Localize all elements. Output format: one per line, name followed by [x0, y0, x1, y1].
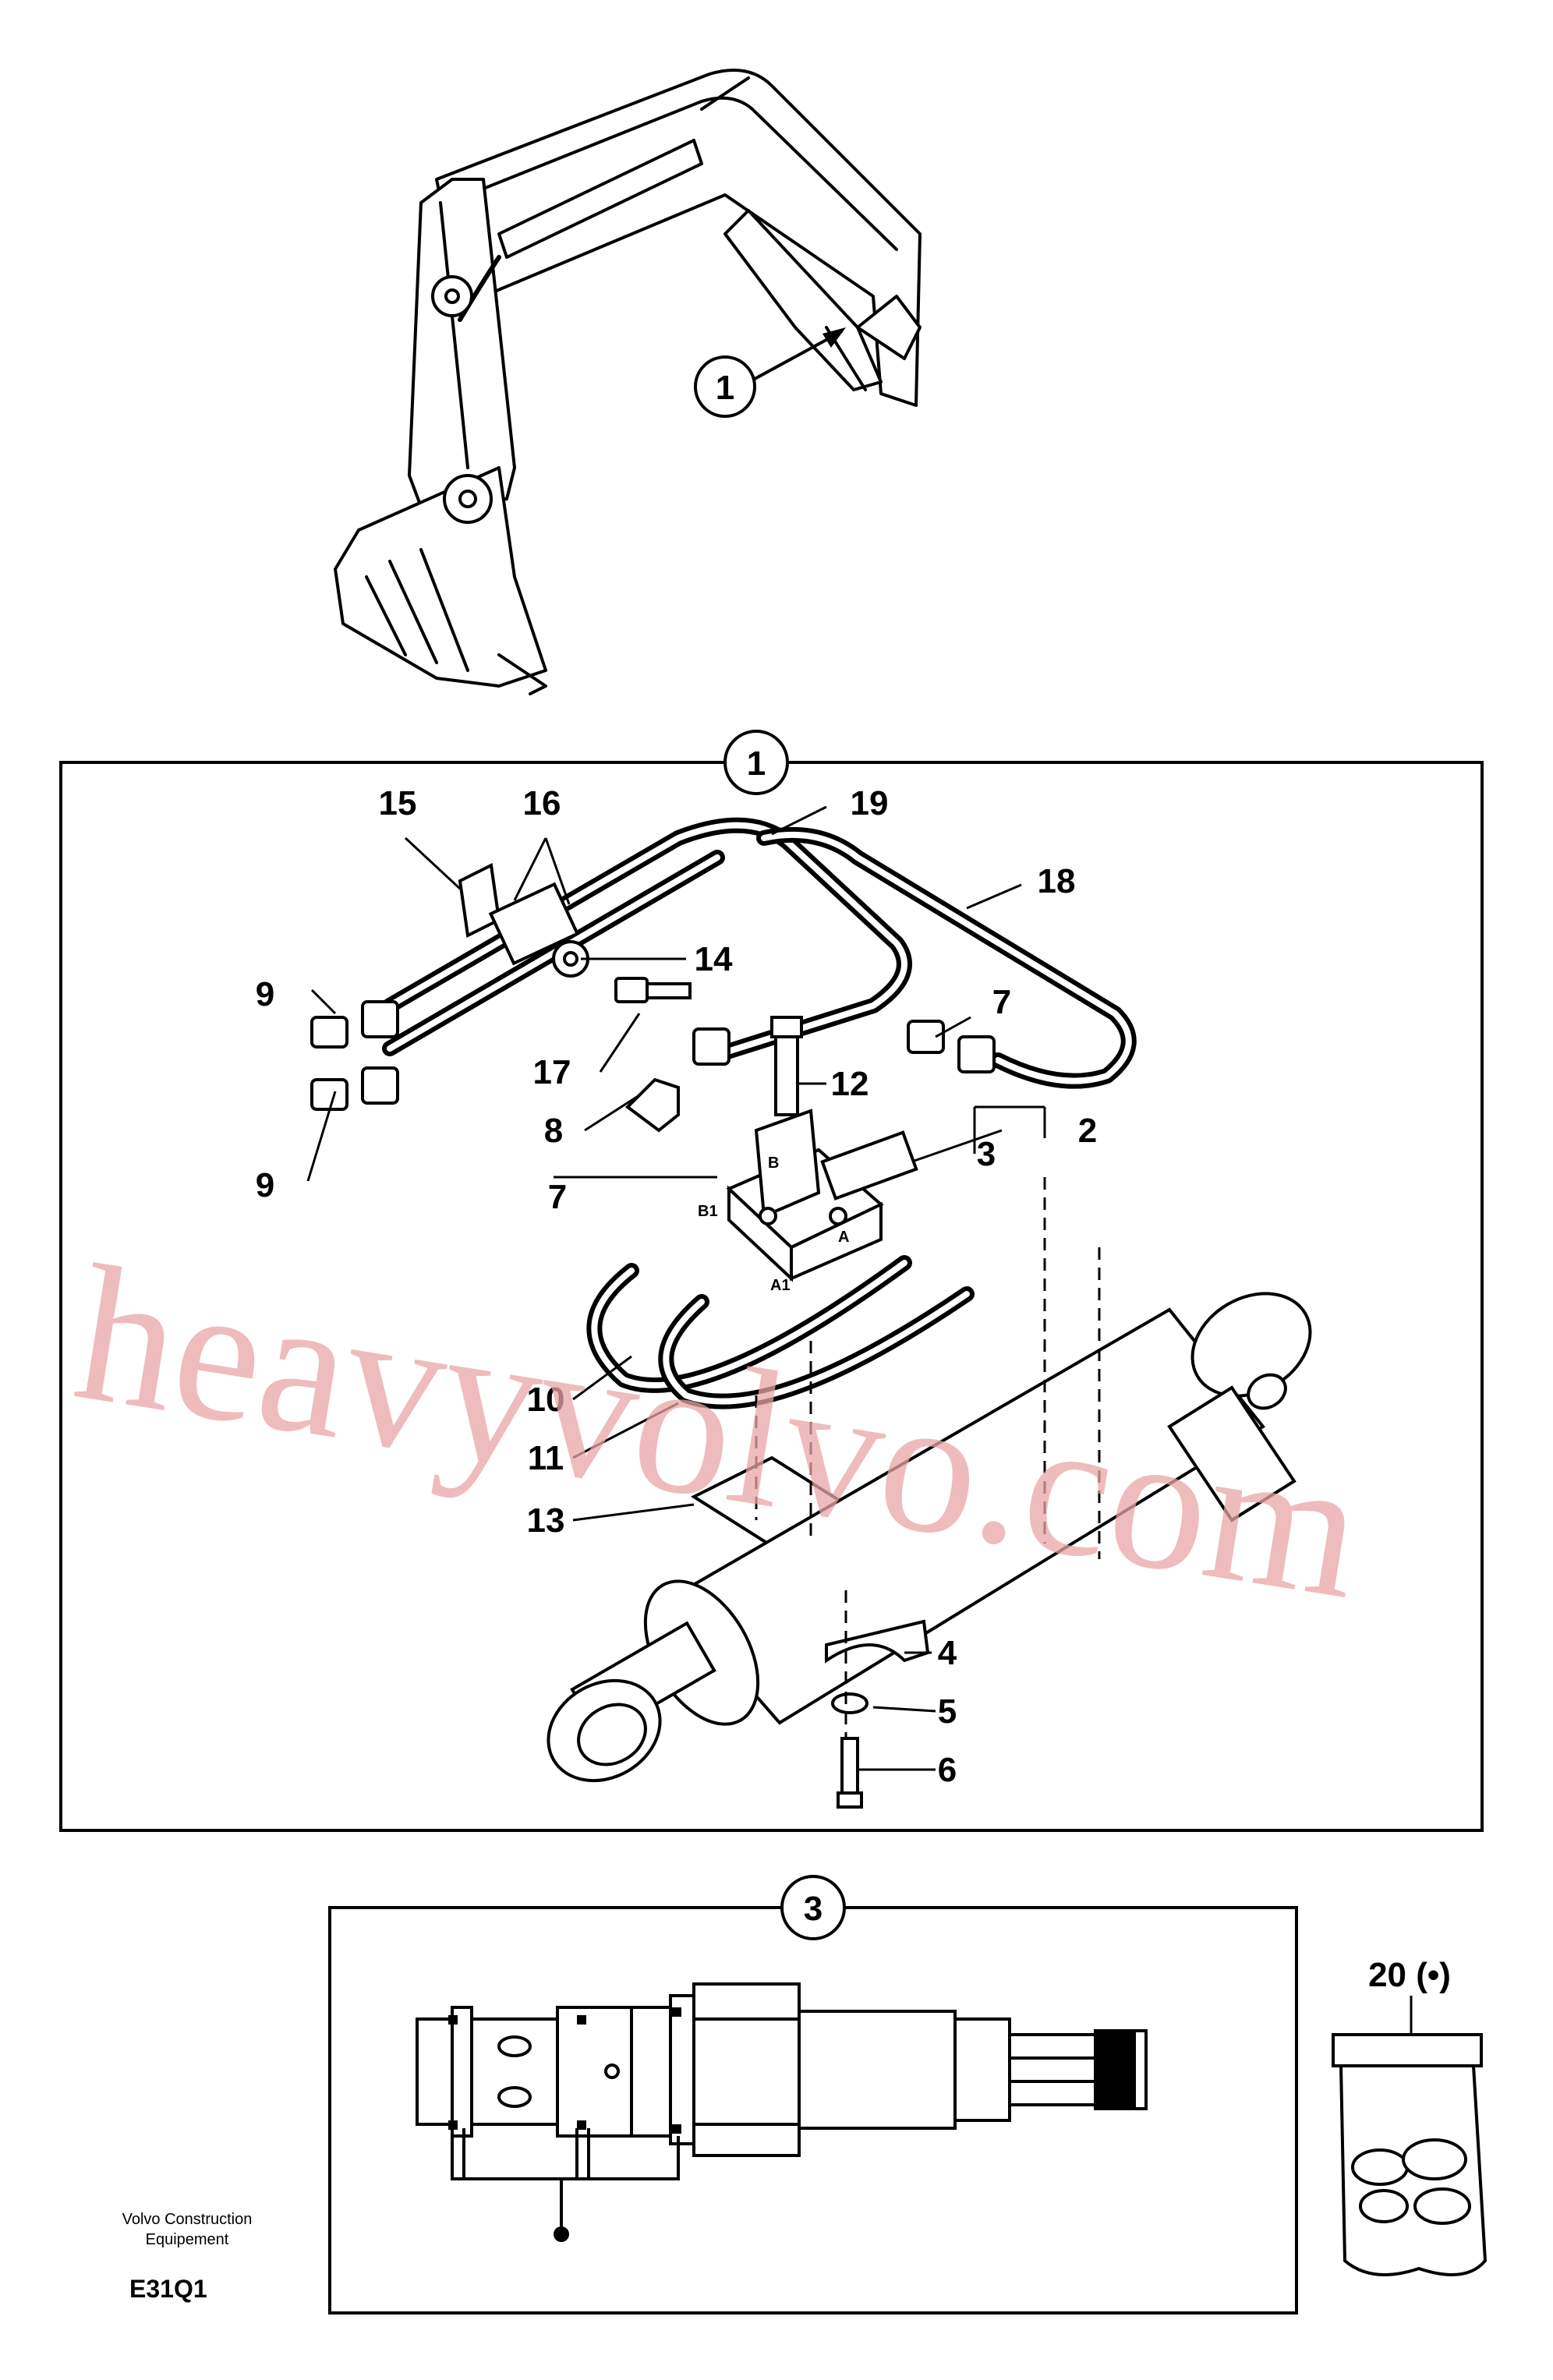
callout-4: 4 — [938, 1634, 957, 1672]
callout-7a: 7 — [992, 983, 1011, 1021]
company-line-2: Equipement — [145, 2231, 229, 2248]
valve-block — [726, 1016, 918, 1282]
callout-9a: 9 — [256, 975, 274, 1013]
callout-8: 8 — [544, 1112, 563, 1150]
hose-clamp — [458, 862, 589, 978]
view-1-label: 1 — [723, 730, 789, 795]
callout-number: 1 — [716, 369, 734, 407]
callout-5: 5 — [938, 1692, 957, 1731]
callout-14: 14 — [695, 940, 733, 978]
fittings — [310, 977, 996, 1133]
callout-1-arm: 1 — [694, 327, 846, 418]
seal-rings — [448, 2007, 681, 2134]
seal-kit-bag — [1332, 2033, 1488, 2276]
svg-text:3: 3 — [804, 1890, 822, 1928]
callout-10: 10 — [527, 1381, 565, 1419]
seal-leader — [451, 2128, 680, 2230]
port-b1-label: B1 — [698, 1203, 718, 1220]
callout-9b: 9 — [256, 1166, 274, 1204]
callout-18: 18 — [1038, 862, 1076, 900]
lower-hoses — [586, 1255, 975, 1409]
callout-7b: 7 — [548, 1178, 567, 1216]
company-name: Volvo Construction Equipement — [101, 2209, 273, 2250]
excavator-arm-illustration — [334, 69, 922, 695]
port-a1-label: A1 — [770, 1277, 791, 1294]
relief-cartridge — [416, 1982, 1148, 2157]
port-a-label: A — [838, 1229, 849, 1246]
view-3-label: 3 — [780, 1875, 846, 1940]
callout-12: 12 — [831, 1065, 869, 1103]
callout-19: 19 — [851, 784, 889, 822]
seal-kit-dot — [554, 2226, 569, 2242]
callout-6: 6 — [938, 1751, 957, 1789]
svg-text:1: 1 — [747, 744, 766, 783]
hydraulic-cylinder — [547, 1292, 1312, 1809]
callout-17: 17 — [533, 1053, 571, 1091]
hoses — [382, 817, 1137, 1089]
assembly-lines — [755, 1177, 1101, 1738]
leader-lines — [306, 805, 1046, 1771]
callout-11: 11 — [528, 1439, 564, 1477]
port-b-label: B — [768, 1155, 779, 1172]
company-line-1: Volvo Construction — [122, 2211, 253, 2228]
callout-13: 13 — [527, 1501, 565, 1540]
callout-3: 3 — [977, 1135, 996, 1173]
diagram-code: E31Q1 — [129, 2275, 207, 2303]
callout-15: 15 — [379, 784, 417, 822]
callout-16: 16 — [523, 784, 561, 822]
callout-20: 20 (•) — [1368, 1956, 1451, 1994]
callout-2: 2 — [1078, 1112, 1097, 1150]
